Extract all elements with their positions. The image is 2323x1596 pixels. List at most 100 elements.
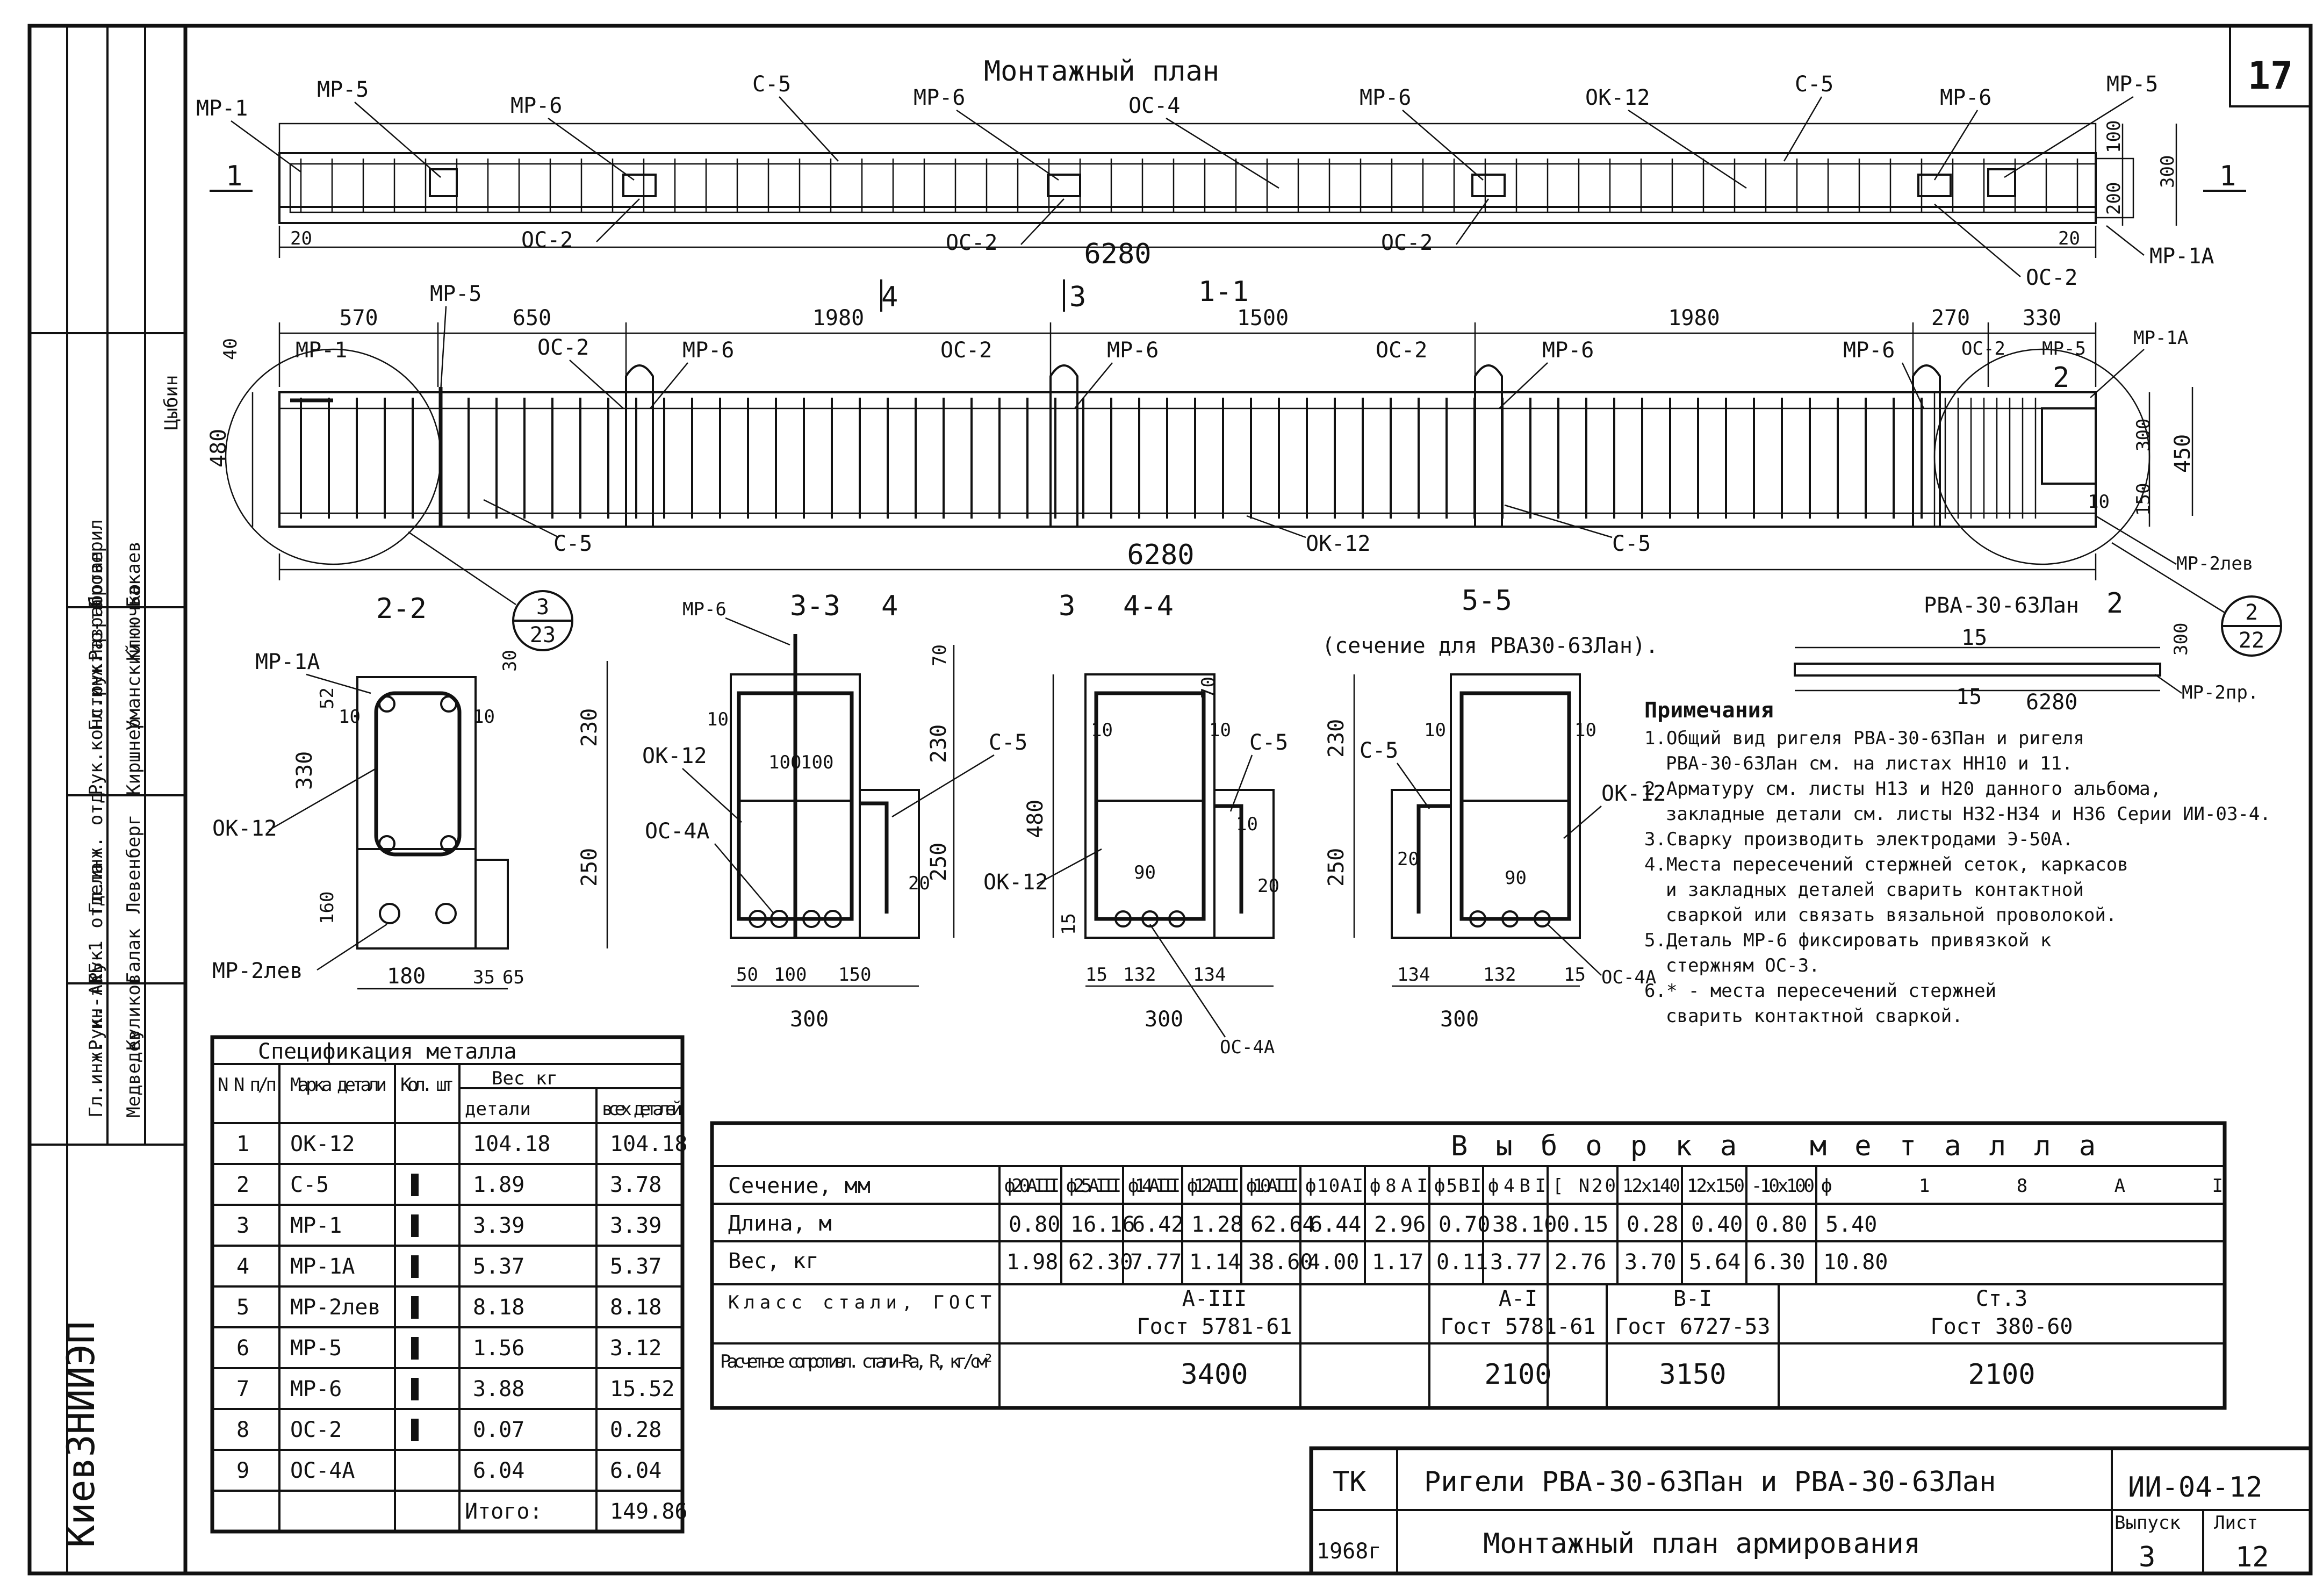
dim-10-s44-c: 10 [1236,814,1258,835]
dim-10-s55-a: 10 [1424,720,1446,741]
label-mr1-plan: МР-1 [196,96,248,121]
dim-15-s44-b: 15 [1085,964,1107,986]
label-mr1a-plan: МР-1А [2149,244,2214,269]
spec-mark-7: ОС-2 [290,1418,342,1442]
section-5-5-note: (сечение для РВА30-63Лан). [1322,634,1658,658]
vyb-gost-2: Гост 6727-53 [1615,1314,1771,1339]
spec-mark-3: МР-1А [290,1254,355,1279]
spec-head-all: всех деталей [602,1098,682,1120]
section-5-5-title: 5-5 [1462,585,1512,617]
dim-300-s44: 300 [1145,1007,1183,1032]
label-c5-s33: С-5 [989,730,1027,755]
vyb-col-0: ф20АIII [1004,1175,1060,1197]
loop-mr6-1 [625,364,654,527]
vyb-len-3: 1.28 [1191,1212,1243,1237]
vyb-wt-12: 6.30 [1753,1250,1805,1275]
dim-30-s22: 30 [499,650,521,672]
tb-sub: Монтажный план армирования [1483,1528,1921,1560]
note-line-4: 3.Сварку производить электродами Э-50А. [1644,829,2073,850]
elev-dim-0: 570 [339,306,378,330]
section-mark-left: 1 [226,160,242,192]
stamp-role-4: Рук.конструкт. [85,641,107,795]
plan-dim-20-left: 20 [290,228,312,249]
spec-head-mark: Марка детали [290,1074,387,1096]
dim-90-s44: 90 [1134,862,1156,883]
section-mark-right: 1 [2219,160,2236,192]
spec-detail-8: 6.04 [473,1458,524,1483]
dim-250-s55: 250 [1324,848,1349,887]
plan-dim-200: 200 [2103,182,2125,215]
vyb-rs-2: 3150 [1659,1358,1726,1391]
vyb-len-9: 0.15 [1557,1212,1608,1237]
label-mr2lev-elev: МР-2лев [2176,553,2253,574]
dim-15-s55: 15 [1564,964,1586,986]
tb-vyp-label: Выпуск [2115,1512,2181,1534]
vyb-col-11: 12x150 [1687,1175,1745,1197]
vyb-wt-1: 62.30 [1068,1250,1133,1275]
vyb-len-8: 38.10 [1492,1212,1557,1237]
stamp-role-7: Проверил [85,519,107,607]
elev-dim-1: 650 [513,306,551,330]
vyb-col-4: ф10АIII [1246,1175,1299,1197]
stamp-name-3: Левенберг [123,815,145,914]
vyb-class-3: Ст.3 [1976,1286,2027,1311]
label-mr6-plan-1: МР-6 [510,94,562,118]
spec-mark-1: С-5 [290,1173,329,1197]
vyb-len-0: 0.80 [1009,1212,1060,1237]
loop-mr6-2 [1049,364,1078,527]
label-oc2-plan-1: ОС-2 [521,228,573,253]
dim-70-s44: 70 [1198,677,1219,699]
dim-250-s22: 250 [577,848,602,887]
dim-132-s55: 132 [1483,964,1516,986]
vyb-wt-7: 0.11 [1436,1250,1488,1275]
section-3-3: МР-6 ОК-12 ОС-4А С-5 100 100 10 20 70 23… [642,599,1027,1032]
vyb-class-2: В-I [1673,1286,1712,1311]
stamp-role-1: Рук. АКБ-1 [85,940,107,1051]
vyb-len-13: 5.40 [1825,1212,1877,1237]
vyb-len-12: 0.80 [1756,1212,1807,1237]
label-c5-plan-right: С-5 [1795,72,1833,97]
spec-detail-7: 0.07 [473,1418,524,1442]
label-mr1a-s22: МР-1А [255,650,320,674]
dim-180-s22: 180 [387,964,426,989]
dim-132-s44: 132 [1123,964,1156,986]
tb-list: 12 [2235,1541,2269,1573]
dim-50-s33: 50 [736,964,758,986]
section-4-4-cut3: 3 [1059,590,1075,622]
spec-all-0: 104.18 [610,1132,688,1156]
spec-n-6: 7 [236,1377,249,1401]
spec-mark-8: ОС-4А [290,1458,355,1483]
dim-100-s33-a: 100 [768,752,801,773]
note-line-5: 4.Места пересечений стержней сеток, карк… [1644,854,2128,875]
dim-480-s44: 480 [1023,800,1048,838]
vyb-len-5: 6.44 [1310,1212,1361,1237]
title-block: ТК 1968г Ригели РВА-30-63Пан и РВА-30-63… [1309,1446,2313,1576]
note-line-9: стержням ОС-3. [1666,955,1820,976]
mr2pr-dim-15-top: 15 [1961,626,1987,650]
stamp-role-0: Гл.инж. ин-та [85,975,107,1118]
stamp-role-5: Гл.инж.пр-та [85,599,107,731]
vyb-label-rs: Расчетное сопротивл. стали-Ra, R, кг/см² [720,1351,994,1372]
spec-head-weight: Вес кг [492,1068,558,1089]
cut-mark-4: 4 [881,281,898,313]
note-line-7: сваркой или связать вязальной проволокой… [1666,904,2117,926]
spec-mark-0: ОК-12 [290,1132,355,1156]
side-org: КиевЗНИИЭП [59,1321,103,1548]
dim-70-s33: 70 [929,644,951,666]
vyb-wt-4: 38.60 [1248,1250,1313,1275]
vyb-label-wt: Вес, кг [728,1249,819,1274]
vyb-wt-2: 7.77 [1130,1250,1182,1275]
stamp-role-3: Гл.инж. отд. [85,781,107,914]
dim-52-s22: 52 [317,687,338,709]
plan-dim-100: 100 [2103,120,2125,153]
dim-10-s44-a: 10 [1091,720,1113,741]
dim-100-s33-b: 100 [801,752,833,773]
elev-dim-2: 1980 [812,306,864,330]
vyb-col-2: ф14АIII [1128,1175,1181,1197]
vyb-wt-13: 10.80 [1823,1250,1888,1275]
dim-20-s55: 20 [1397,849,1419,870]
dim-230-s33: 230 [926,724,951,763]
